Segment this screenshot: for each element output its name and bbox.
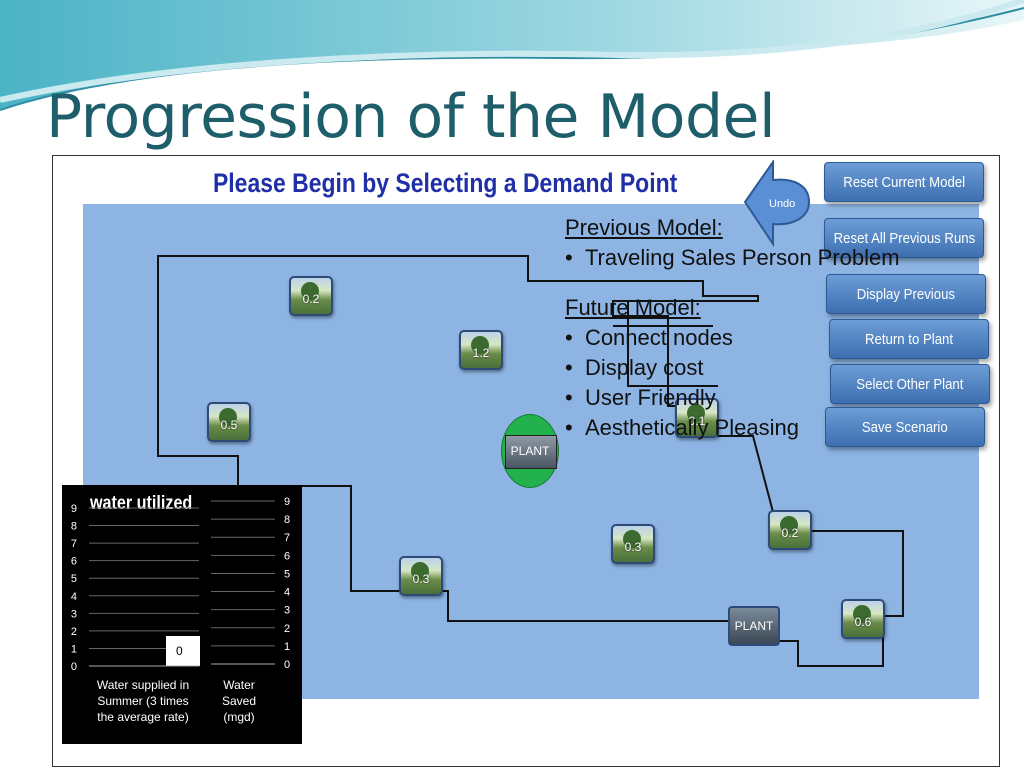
chart-tick-label: 6 xyxy=(71,556,77,568)
tree-icon xyxy=(780,516,798,534)
chart-tick-label: 4 xyxy=(284,587,290,599)
app-window: Please Begin by Selecting a Demand Point… xyxy=(52,155,1000,767)
tree-icon xyxy=(623,530,641,548)
chart-tick-label: 1 xyxy=(284,641,290,653)
future-model-item: • User Friendly xyxy=(565,385,716,410)
reset-all-previous-runs-button[interactable]: Reset All Previous Runs xyxy=(824,218,984,258)
demand-node[interactable]: 0.3 xyxy=(611,524,655,564)
demand-node[interactable]: 0.1 xyxy=(675,398,719,438)
demand-node[interactable]: 0.5 xyxy=(207,402,251,442)
tree-icon xyxy=(411,562,429,580)
water-saved-chart: Water Saved (mgd) xyxy=(207,485,302,744)
chart-tick-label: 7 xyxy=(284,532,290,544)
chart-marks: 0 1 2 3 4 5 6 7 8 9 0 0 1 2 3 4 5 6 7 8 9 xyxy=(71,496,290,673)
undo-label: Undo xyxy=(769,198,796,210)
notes-text: Previous Model: • Traveling Sales Person… xyxy=(565,213,900,443)
undo-arrow-icon xyxy=(743,160,811,248)
instruction-heading: Please Begin by Selecting a Demand Point xyxy=(213,168,678,198)
select-other-plant-button[interactable]: Select Other Plant xyxy=(830,364,990,404)
slide-header-wave xyxy=(0,0,1024,111)
plant-node-selected[interactable]: PLANT xyxy=(501,414,559,488)
return-to-plant-button[interactable]: Return to Plant xyxy=(829,319,989,359)
chart-category-label: Water Saved (mgd) xyxy=(221,678,257,724)
chart-tick-label: 0 xyxy=(284,659,290,671)
tree-icon xyxy=(471,336,489,354)
future-model-item: • Connect nodes xyxy=(565,325,733,350)
plant-icon xyxy=(505,435,557,469)
future-model-item: • Display cost xyxy=(565,355,704,380)
chart-category-label: Water supplied in Summer (3 times the av… xyxy=(96,678,190,724)
chart-tick-label: 6 xyxy=(284,550,290,562)
chart-tick-label: 9 xyxy=(71,503,77,515)
chart-tick-label: 5 xyxy=(284,568,290,580)
chart-tick-label: 4 xyxy=(71,591,77,603)
demand-node[interactable]: 0.3 xyxy=(399,556,443,596)
future-model-item: • Aesthetically Pleasing xyxy=(565,415,799,440)
slide-title: Progression of the Model xyxy=(46,82,776,152)
chart-tick-label: 3 xyxy=(284,605,290,617)
chart-tick-label: 2 xyxy=(71,626,77,638)
chart-data-label: 0 xyxy=(176,644,183,658)
tree-icon xyxy=(687,404,705,422)
plant-node[interactable]: PLANT xyxy=(728,606,780,646)
undo-button[interactable] xyxy=(743,160,815,248)
chart-tick-label: 3 xyxy=(71,608,77,620)
previous-model-heading: Previous Model: xyxy=(565,215,723,240)
save-scenario-button[interactable]: Save Scenario xyxy=(825,407,985,447)
demand-node[interactable]: 1.2 xyxy=(459,330,503,370)
chart-bar xyxy=(166,636,200,666)
chart-tick-label: 0 xyxy=(71,661,77,673)
chart-tick-label: 8 xyxy=(284,514,290,526)
tree-icon xyxy=(301,282,319,300)
chart-tick-label: 5 xyxy=(71,573,77,585)
tree-icon xyxy=(219,408,237,426)
demand-node[interactable]: 0.2 xyxy=(289,276,333,316)
chart-tick-label: 2 xyxy=(284,623,290,635)
water-utilized-chart: water utilized Water supplied in Summer … xyxy=(62,485,207,744)
future-model-heading: Future Model: xyxy=(565,295,701,320)
reset-current-model-button[interactable]: Reset Current Model xyxy=(824,162,984,202)
chart-tick-label: 8 xyxy=(71,521,77,533)
chart-tick-label: 1 xyxy=(71,643,77,655)
demand-node[interactable]: 0.2 xyxy=(768,510,812,550)
display-previous-button[interactable]: Display Previous xyxy=(826,274,986,314)
chart-tick-label: 9 xyxy=(284,496,290,508)
demand-node[interactable]: 0.6 xyxy=(841,599,885,639)
previous-model-item: • Traveling Sales Person Problem xyxy=(565,245,900,270)
tree-icon xyxy=(853,605,871,623)
chart-tick-label: 7 xyxy=(71,538,77,550)
route-lines xyxy=(157,255,904,667)
chart-title: water utilized xyxy=(90,493,193,514)
